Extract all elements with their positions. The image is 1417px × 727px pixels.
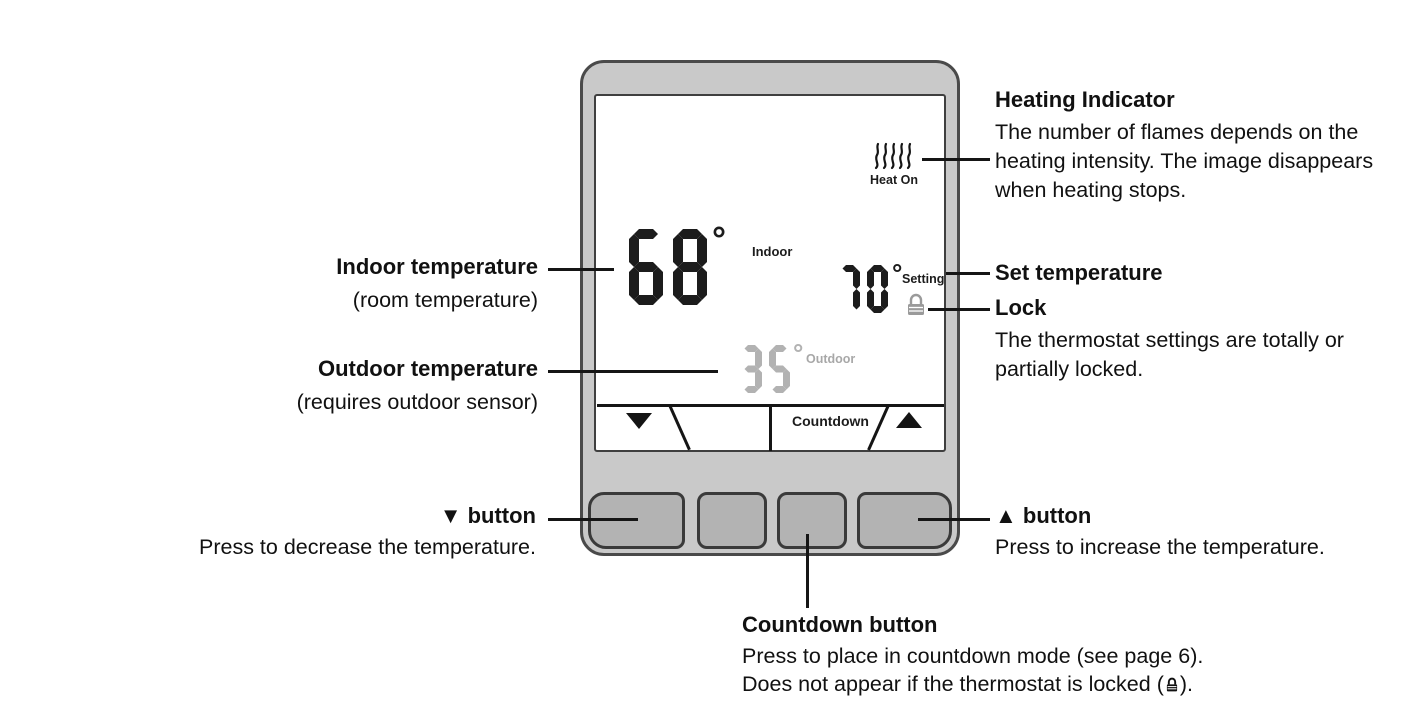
down-button-description: Press to decrease the temperature.: [198, 535, 536, 559]
inline-lock-icon: [1165, 672, 1179, 701]
heat-flames-icon: [872, 142, 916, 175]
set-temperature-display: [838, 264, 889, 314]
countdown-lock-text-pre: Does not appear if the thermostat is loc…: [742, 672, 1164, 696]
up-button-title: ▲ button: [995, 503, 1092, 528]
callout-line-lock: [928, 308, 990, 311]
device-down-button: [588, 492, 685, 549]
outdoor-temperature-title: Outdoor temperature: [317, 356, 538, 381]
device-button-2: [697, 492, 767, 549]
lcd-down-arrow-icon: [626, 413, 652, 429]
callout-line-up-button: [918, 518, 990, 521]
outdoor-degree-symbol: °: [793, 338, 804, 368]
indoor-temperature-title: Indoor temperature: [336, 254, 538, 279]
lcd-lock-icon: [905, 293, 927, 322]
callout-line-indoor: [548, 268, 614, 271]
lock-title: Lock: [995, 295, 1047, 320]
outdoor-lcd-label: Outdoor: [806, 352, 856, 366]
countdown-button-description-line1: Press to place in countdown mode (see pa…: [742, 644, 1204, 668]
up-button-description: Press to increase the temperature.: [995, 535, 1325, 559]
indoor-degree-symbol: °: [712, 220, 726, 259]
callout-line-outdoor: [548, 370, 718, 373]
setting-degree-symbol: °: [892, 258, 903, 288]
countdown-button-description-line2: Does not appear if the thermostat is loc…: [742, 670, 1193, 701]
lock-description: The thermostat settings are totally or p…: [995, 328, 1344, 381]
heat-on-label: Heat On: [870, 173, 918, 187]
outdoor-temperature-subtitle: (requires outdoor sensor): [296, 390, 538, 414]
outdoor-temperature-display: [740, 344, 791, 394]
device-countdown-button: [777, 492, 847, 549]
indoor-lcd-label: Indoor: [752, 244, 793, 259]
indoor-temperature-subtitle: (room temperature): [352, 288, 538, 312]
device-up-button: [857, 492, 952, 549]
set-temperature-title: Set temperature: [995, 260, 1163, 285]
heating-indicator-title: Heating Indicator: [995, 87, 1175, 112]
setting-lcd-label: Setting: [902, 272, 945, 286]
countdown-lock-text-post: ).: [1179, 672, 1193, 696]
callout-line-heating: [922, 158, 990, 161]
countdown-button-title: Countdown button: [742, 612, 938, 637]
down-button-title: ▼ button: [439, 503, 536, 528]
lcd-mid-divider: [769, 404, 772, 451]
lcd-countdown-label: Countdown: [792, 413, 869, 429]
callout-line-countdown-button: [806, 534, 809, 608]
callout-line-set-temperature: [946, 272, 990, 275]
heating-indicator-description: The number of flames depends on the heat…: [995, 120, 1374, 202]
callout-line-down-button: [548, 518, 638, 521]
indoor-temperature-display: [628, 228, 708, 306]
lcd-up-arrow-icon: [896, 412, 922, 428]
